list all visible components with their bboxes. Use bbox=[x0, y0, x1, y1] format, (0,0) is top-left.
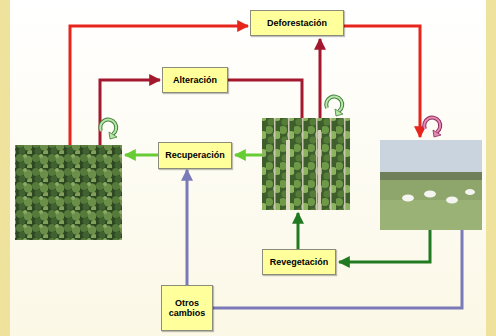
flow-arrow bbox=[319, 39, 322, 118]
flow-arrow bbox=[339, 230, 430, 262]
cycle-icon bbox=[424, 118, 441, 137]
process-box: Recuperación bbox=[158, 142, 232, 169]
box-label: Alteración bbox=[173, 75, 217, 85]
flow-arrow bbox=[228, 80, 302, 118]
process-box: Revegetación bbox=[262, 249, 336, 275]
flow-arrows bbox=[70, 26, 462, 308]
flow-arrow bbox=[186, 170, 189, 285]
flow-arrow bbox=[235, 154, 262, 157]
flow-arrow bbox=[211, 230, 462, 308]
box-label: Otros cambios bbox=[166, 298, 208, 319]
mature-forest-photo bbox=[15, 145, 122, 240]
flow-arrow bbox=[297, 213, 300, 249]
flow-arrow bbox=[125, 154, 158, 157]
panel-ground bbox=[10, 0, 486, 336]
cycle-icon bbox=[100, 120, 117, 139]
process-box: Deforestación bbox=[250, 10, 344, 36]
box-label: Deforestación bbox=[267, 18, 327, 28]
cycle-icon bbox=[326, 97, 343, 116]
flow-arrow bbox=[70, 26, 248, 145]
flow-arrow bbox=[100, 80, 160, 145]
flow-arrow bbox=[344, 26, 420, 137]
process-box: Otros cambios bbox=[161, 285, 213, 331]
process-box: Alteración bbox=[162, 67, 228, 93]
secondary-forest-photo bbox=[262, 118, 350, 210]
box-label: Recuperación bbox=[165, 150, 225, 160]
box-label: Revegetación bbox=[270, 257, 329, 267]
pasture-photo bbox=[380, 140, 482, 230]
